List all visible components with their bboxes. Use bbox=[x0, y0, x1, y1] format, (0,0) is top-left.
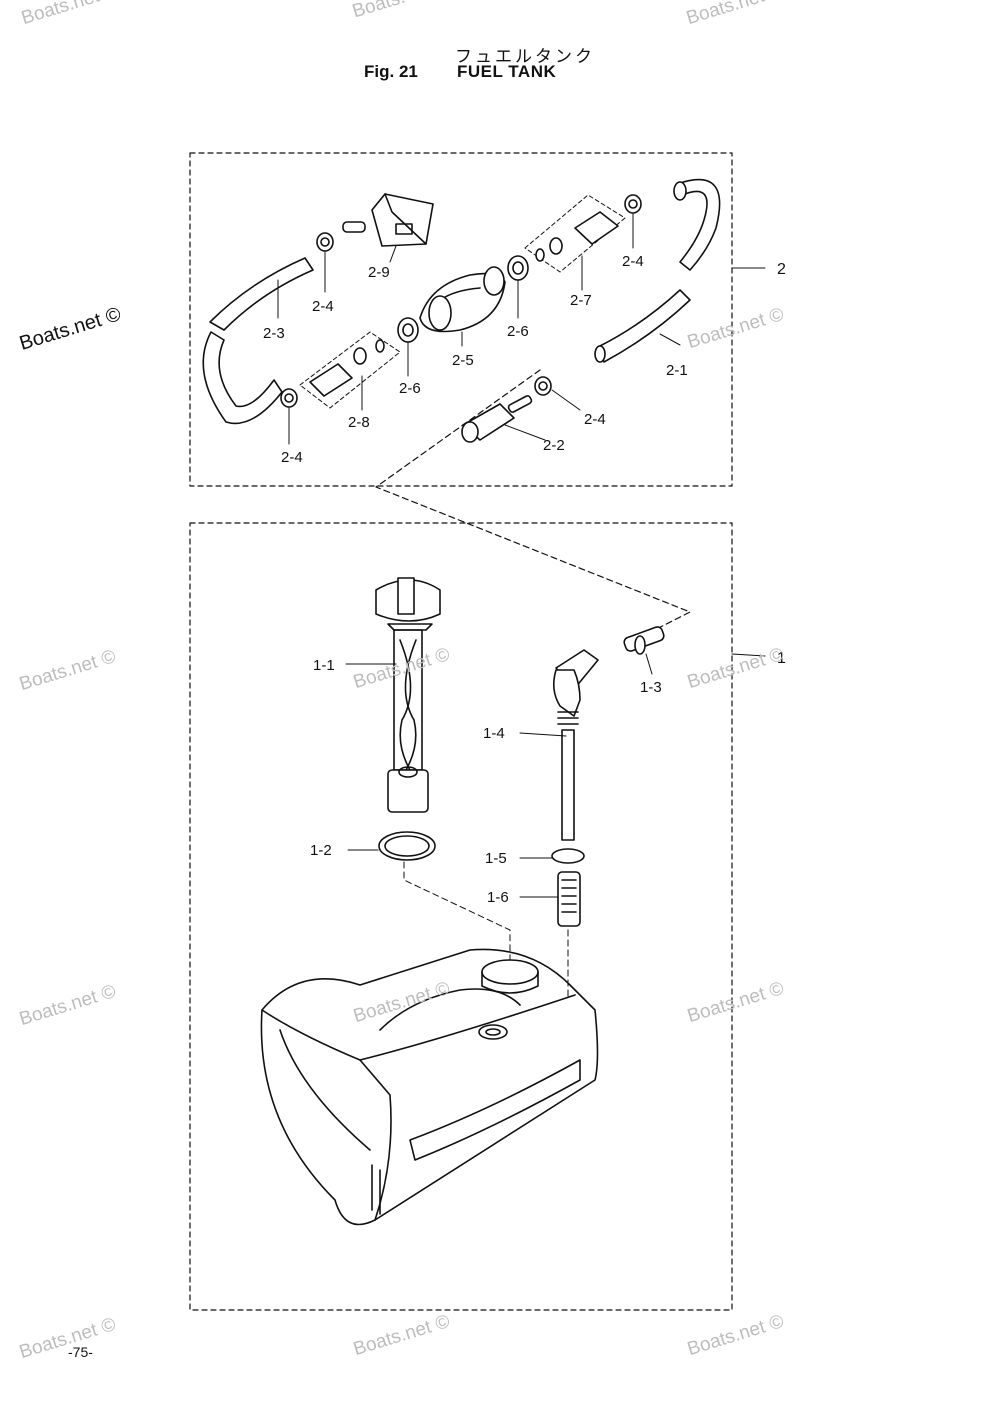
connector-2-2-to-1-3 bbox=[375, 369, 691, 641]
connector-2-2 bbox=[461, 395, 533, 443]
assembly-1-box bbox=[189, 522, 733, 1311]
leaders-assembly-2 bbox=[277, 213, 766, 445]
pickup-tube-1-4 bbox=[552, 669, 581, 841]
callout-1-1: 1-1 bbox=[313, 657, 335, 674]
assembly-2-box bbox=[189, 152, 733, 487]
leaders-assembly-1 bbox=[345, 653, 766, 898]
callout-2-8: 2-8 bbox=[348, 414, 370, 431]
callout-2-5: 2-5 bbox=[452, 352, 474, 369]
callout-1: 1 bbox=[777, 650, 786, 667]
filter-1-6 bbox=[557, 871, 581, 927]
callout-2-6: 2-6 bbox=[507, 323, 529, 340]
callout-2-3: 2-3 bbox=[263, 325, 285, 342]
callout-2-4: 2-4 bbox=[622, 253, 644, 270]
fitting-2-9 bbox=[342, 193, 434, 247]
figure-title: FUEL TANK bbox=[457, 62, 557, 81]
installation-lines bbox=[403, 861, 569, 1001]
callout-2-7: 2-7 bbox=[570, 292, 592, 309]
o-ring-1-2 bbox=[378, 831, 436, 861]
clamp-2-4 bbox=[280, 194, 642, 408]
callout-1-3: 1-3 bbox=[640, 679, 662, 696]
callout-1-5: 1-5 bbox=[485, 850, 507, 867]
hose-2-1 bbox=[594, 178, 721, 363]
callout-2-4: 2-4 bbox=[584, 411, 606, 428]
primer-bulb-2-5 bbox=[419, 266, 506, 333]
callout-1-4: 1-4 bbox=[483, 725, 505, 742]
valve-assy-2-8 bbox=[299, 331, 401, 409]
page-number: -75- bbox=[68, 1344, 93, 1360]
callout-2-2: 2-2 bbox=[543, 437, 565, 454]
hose-2-3 bbox=[202, 257, 314, 425]
callout-2-1: 2-1 bbox=[666, 362, 688, 379]
callout-1-6: 1-6 bbox=[487, 889, 509, 906]
valve-assy-2-7 bbox=[524, 194, 626, 273]
washer-1-5 bbox=[551, 848, 585, 864]
callout-2-6: 2-6 bbox=[399, 380, 421, 397]
fuel-tank-body bbox=[260, 948, 599, 1226]
callout-2-4: 2-4 bbox=[312, 298, 334, 315]
callout-1-2: 1-2 bbox=[310, 842, 332, 859]
fuel-gauge-1-1 bbox=[375, 577, 441, 813]
callout-2-9: 2-9 bbox=[368, 264, 390, 281]
japanese-title: フュエルタンク bbox=[455, 47, 595, 67]
callout-2-4: 2-4 bbox=[281, 449, 303, 466]
figure-number: Fig. 21 bbox=[364, 62, 418, 81]
callout-2: 2 bbox=[777, 261, 786, 278]
